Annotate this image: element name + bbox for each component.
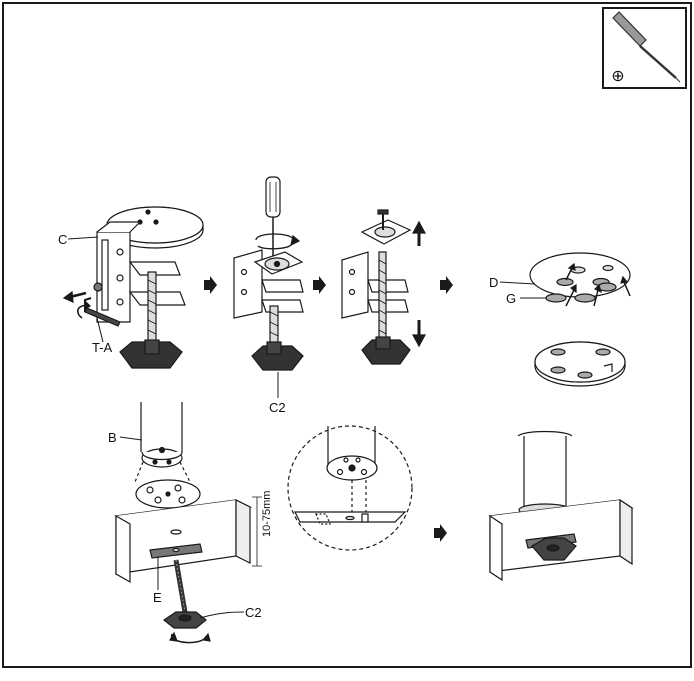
step-arrow-3 bbox=[440, 276, 453, 294]
clamp-assembly-step1 bbox=[62, 206, 204, 369]
label-c: C bbox=[58, 232, 67, 247]
plate-pads-installed bbox=[534, 341, 626, 387]
phillips-symbol: ⊕ bbox=[611, 68, 624, 85]
clamp-assembly-step2 bbox=[233, 176, 304, 371]
step-arrow-4 bbox=[434, 524, 447, 542]
label-c2-top: C2 bbox=[269, 400, 286, 415]
tool-box: ⊕ bbox=[602, 7, 687, 89]
label-c2-bottom: C2 bbox=[245, 605, 262, 620]
label-b: B bbox=[108, 430, 117, 445]
final-installed-mount bbox=[488, 430, 634, 582]
grommet-detail-view bbox=[287, 425, 413, 551]
label-thickness-range: 10-75mm bbox=[261, 491, 273, 537]
page-border bbox=[2, 2, 692, 668]
plate-with-pads bbox=[529, 252, 631, 307]
phillips-screwdriver-icon bbox=[612, 11, 681, 83]
clamp-assembly-step3 bbox=[341, 209, 427, 365]
label-e: E bbox=[153, 590, 162, 605]
label-d: D bbox=[489, 275, 498, 290]
label-g: G bbox=[506, 291, 516, 306]
screwdriver-tool bbox=[265, 176, 281, 262]
hex-key bbox=[84, 307, 121, 327]
grommet-mount-assembly bbox=[114, 402, 252, 644]
step-arrow-1 bbox=[204, 276, 217, 294]
label-t-a: T-A bbox=[92, 340, 113, 355]
step-arrow-2 bbox=[313, 276, 326, 294]
